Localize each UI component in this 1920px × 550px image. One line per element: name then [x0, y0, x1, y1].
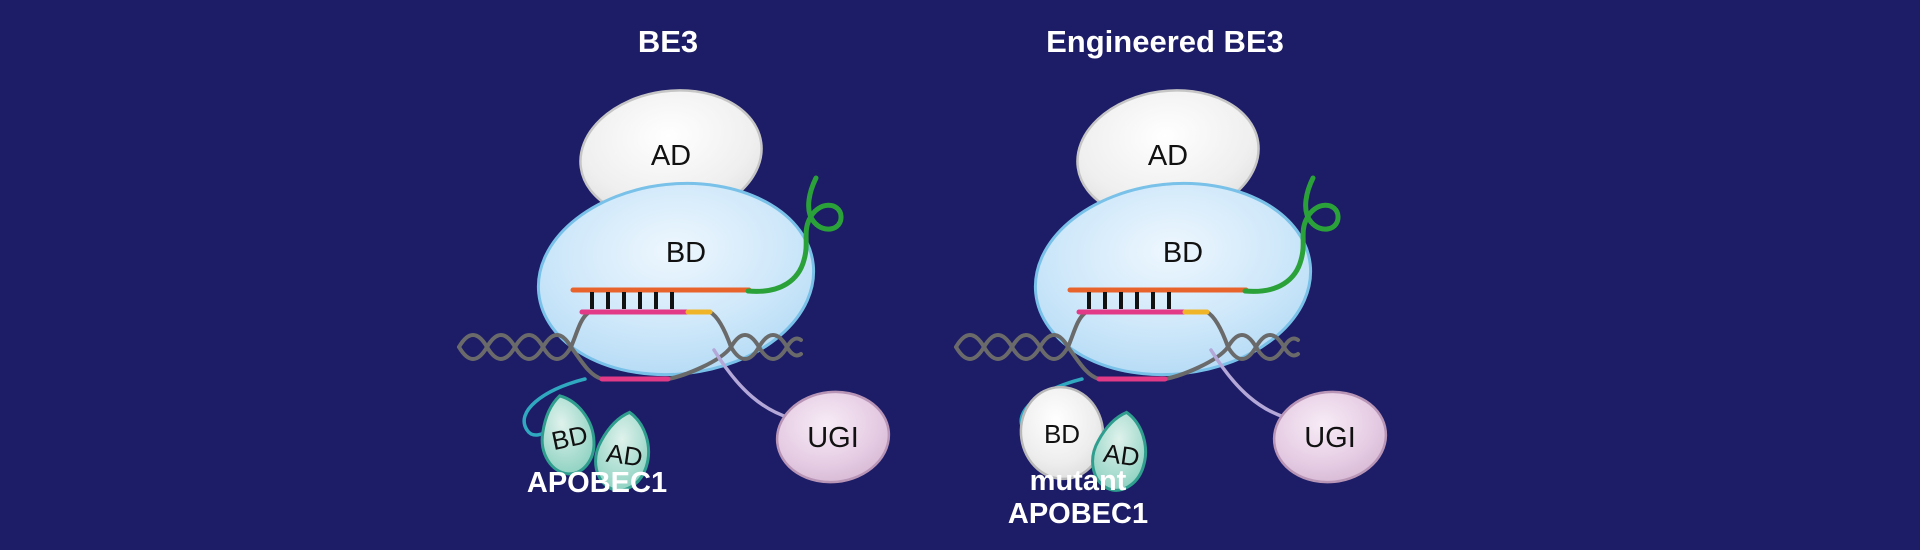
ad-domain-label: AD: [1148, 140, 1188, 172]
apobec-bd-leaf: BD: [540, 394, 596, 476]
dna-strand-b-left: [457, 333, 573, 361]
dna-strand-b-left: [954, 333, 1070, 361]
sgrna-scaffold-loop: [745, 175, 844, 294]
dna-strand-b-right: [729, 333, 803, 361]
apobec-ad-leaf-shape: [1091, 410, 1148, 492]
dna-upper-strand-left-link: [1066, 311, 1087, 349]
dna-lower-strand-left-link: [1066, 345, 1101, 381]
panel-title: BE3: [638, 24, 698, 59]
ugi-linker: [1209, 348, 1289, 420]
ugi-ellipse: [1272, 390, 1388, 484]
panel-title: Engineered BE3: [1046, 24, 1284, 59]
apobec-name-line2: APOBEC1: [1008, 498, 1148, 530]
dna-strand-b-right: [1226, 333, 1300, 361]
bd-domain-label: BD: [1163, 237, 1203, 269]
apobec-ad-label: AD: [1102, 438, 1142, 473]
apobec-ad-leaf-shape: [594, 410, 651, 492]
bd-domain-label: BD: [666, 237, 706, 269]
base-pairing-comb: [1087, 292, 1171, 309]
ugi-linker: [712, 348, 792, 420]
dna-lower-strand-right-link: [666, 345, 733, 381]
dna-upper-strand-left-link: [569, 311, 590, 349]
apobec-bd-label: BD: [549, 419, 591, 456]
dna-upper-strand-right-link: [1205, 310, 1230, 349]
dna-strand-a-right: [729, 333, 803, 361]
dna-lower-strand-right-link: [1163, 345, 1230, 381]
apobec-name: APOBEC1: [527, 467, 667, 499]
ugi-label: UGI: [1304, 422, 1356, 454]
dna-lower-strand-left-link: [569, 345, 604, 381]
dna-upper-strand-right-link: [708, 310, 733, 349]
apobec-ad-leaf: AD: [1091, 410, 1148, 492]
dna-strand-a-right: [1226, 333, 1300, 361]
apobec-bd-leaf-shape: [540, 394, 596, 476]
apobec-mutant-bd-oval: [1019, 385, 1105, 481]
ugi-label: UGI: [807, 422, 859, 454]
base-pairing-comb: [590, 292, 674, 309]
ad-domain-label: AD: [651, 140, 691, 172]
apobec-ad-leaf: AD: [594, 410, 651, 492]
ugi-ellipse: [775, 390, 891, 484]
apobec-name-line1: mutant: [1030, 465, 1127, 497]
apobec-bd-label: BD: [1044, 419, 1080, 449]
sgrna-scaffold-loop: [1242, 175, 1341, 294]
panel-engineered-be3: Engineered BE3 BD AD AD: [954, 24, 1388, 530]
panel-be3: BE3 BD AD A: [457, 24, 891, 499]
apobec-ad-label: AD: [605, 438, 645, 473]
